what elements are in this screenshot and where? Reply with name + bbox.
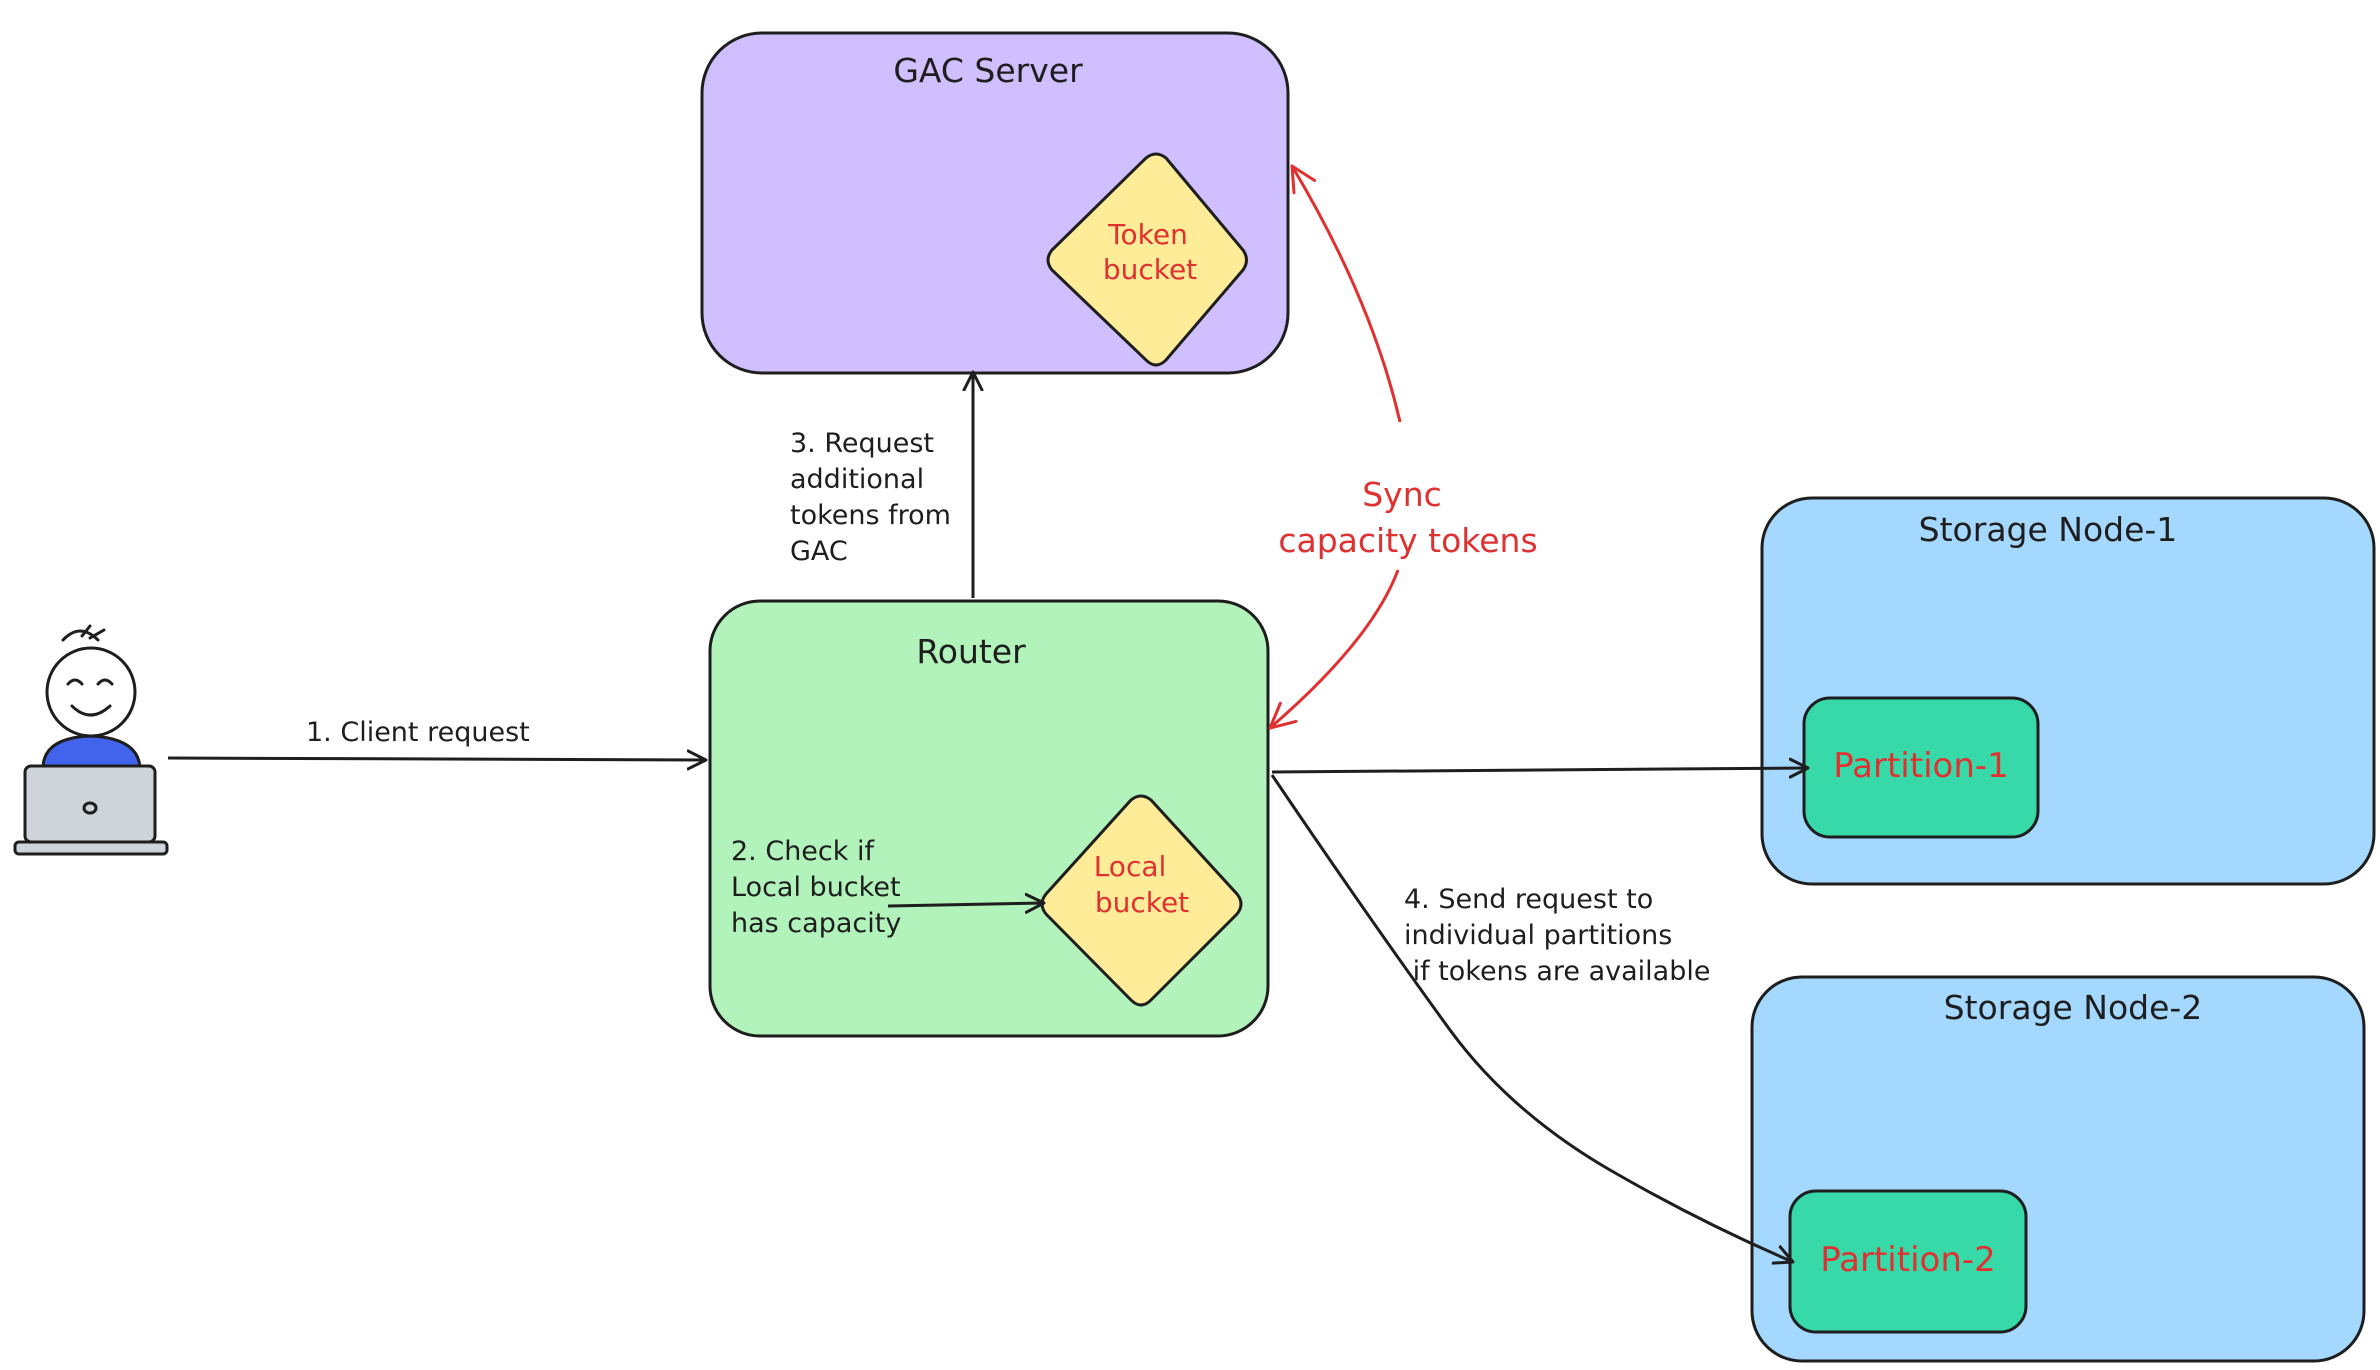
svg-text:GAC: GAC <box>790 536 848 567</box>
svg-text:capacity tokens: capacity tokens <box>1278 521 1537 560</box>
token-bucket-diamond: Token bucket <box>1046 152 1248 367</box>
partition-1: Partition-1 <box>1802 696 2040 839</box>
request-tokens-label: 3. Request additional tokens from GAC <box>790 428 951 567</box>
token-bucket-label-line2: bucket <box>1103 253 1197 286</box>
storage-node-2-title: Storage Node-2 <box>1944 988 2203 1027</box>
svg-text:3. Request: 3. Request <box>790 428 934 459</box>
svg-text:additional: additional <box>790 464 924 495</box>
edge-to-partition-2 <box>1270 774 1793 1262</box>
svg-text:has capacity: has capacity <box>731 908 901 939</box>
partition-2-label: Partition-2 <box>1820 1240 1996 1280</box>
router-node: Router Local bucket <box>708 599 1270 1038</box>
token-bucket-label-line1: Token <box>1107 218 1188 251</box>
gac-server-title: GAC Server <box>893 51 1083 90</box>
local-bucket-label-line2: bucket <box>1095 886 1189 919</box>
storage-node-1: Storage Node-1 Partition-1 <box>1760 496 2376 886</box>
edge-sync-to-router <box>1268 569 1400 730</box>
edge-check-local <box>887 903 1044 906</box>
svg-text:Sync: Sync <box>1362 475 1442 514</box>
svg-text:tokens from: tokens from <box>790 500 951 531</box>
check-local-label: 2. Check if Local bucket has capacity <box>731 836 901 939</box>
local-bucket-label-line1: Local <box>1094 850 1167 883</box>
client-request-label: 1. Client request <box>306 717 530 748</box>
svg-text:Local bucket: Local bucket <box>731 872 901 903</box>
storage-node-1-title: Storage Node-1 <box>1919 510 2178 549</box>
sync-capacity-label: Sync capacity tokens <box>1278 475 1537 560</box>
send-request-label: 4. Send request to individual partitions… <box>1404 884 1710 987</box>
gac-server-node: GAC Server Token bucket <box>700 31 1290 375</box>
router-title: Router <box>916 632 1026 671</box>
local-bucket-diamond: Local bucket <box>1040 794 1243 1007</box>
svg-text:4. Send request to: 4. Send request to <box>1404 884 1653 915</box>
edge-client-request <box>167 758 706 760</box>
person-with-laptop-icon <box>13 624 169 856</box>
edge-sync-to-gac <box>1290 164 1402 423</box>
svg-text:2. Check if: 2. Check if <box>731 836 875 867</box>
edge-to-partition-1 <box>1271 768 1808 772</box>
storage-node-2: Storage Node-2 Partition-2 <box>1750 975 2366 1363</box>
partition-1-label: Partition-1 <box>1833 746 2009 786</box>
partition-2: Partition-2 <box>1788 1189 2028 1334</box>
svg-text:if tokens are available: if tokens are available <box>1404 956 1710 987</box>
svg-text:individual partitions: individual partitions <box>1404 920 1672 951</box>
